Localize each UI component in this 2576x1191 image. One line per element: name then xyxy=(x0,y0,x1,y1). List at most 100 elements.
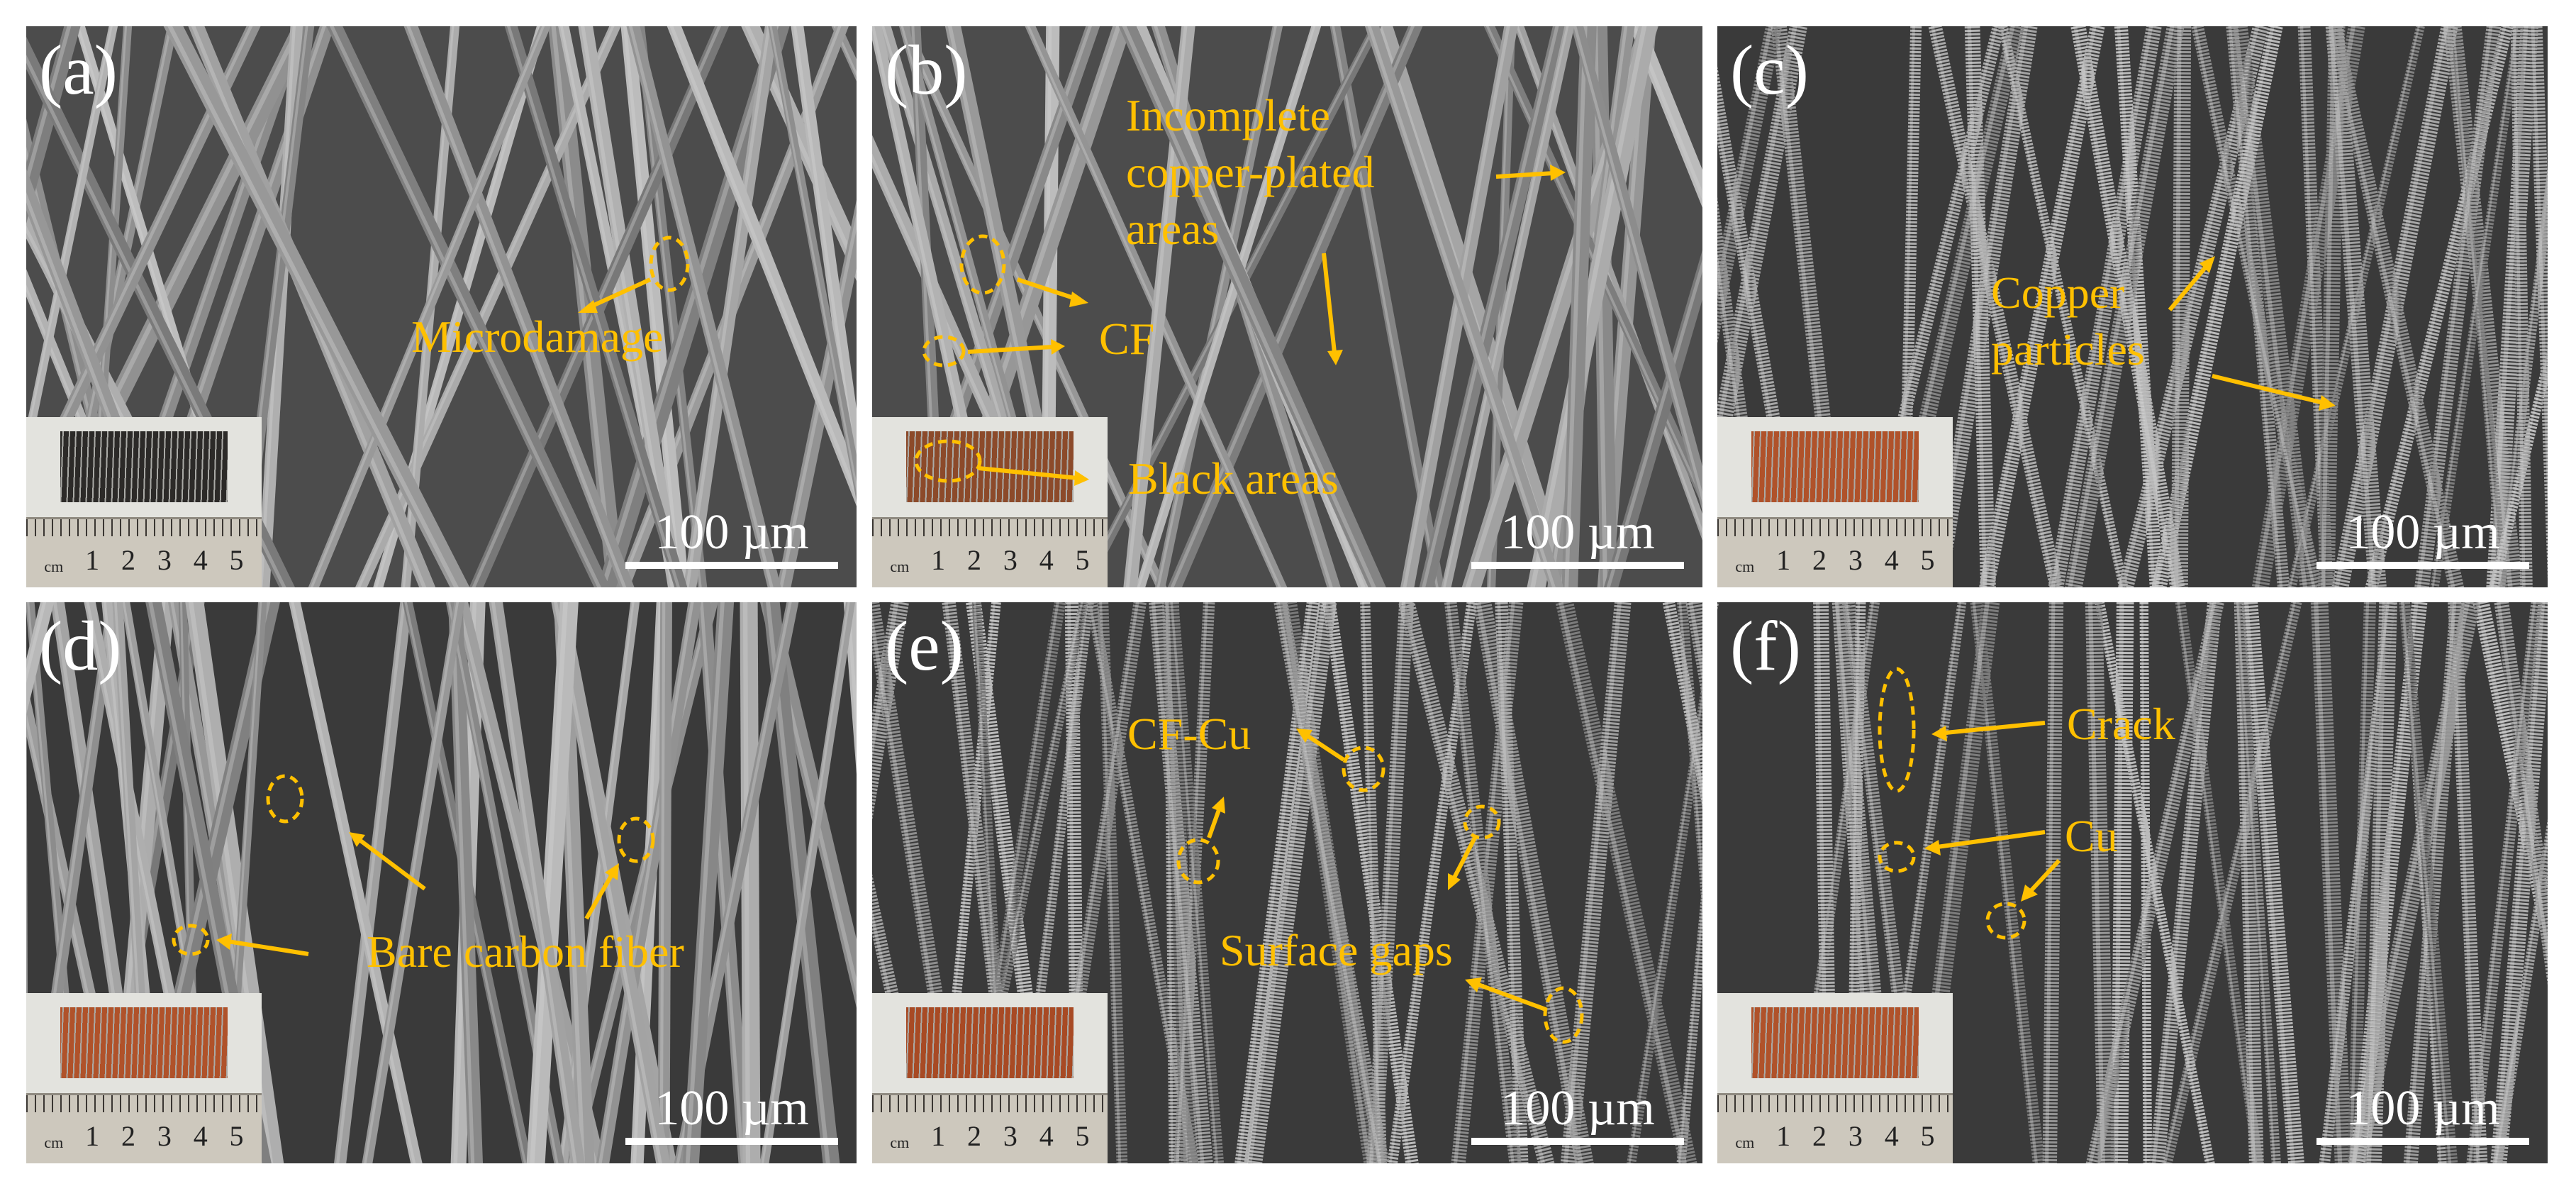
fiber-bundle-photo xyxy=(1751,431,1919,502)
scale-bar-label: 100 µm xyxy=(654,505,809,560)
carbon-fiber xyxy=(1964,26,1996,587)
carbon-fiber xyxy=(2496,167,2548,587)
panel-label: (e) xyxy=(885,606,964,685)
carbon-fiber xyxy=(2363,602,2398,1163)
scale-bar: 100 µm xyxy=(625,508,838,569)
scale-bar: 100 µm xyxy=(625,1084,838,1145)
carbon-fiber xyxy=(971,602,1010,1163)
fiber-highlight xyxy=(637,26,702,587)
carbon-fiber xyxy=(1123,26,1195,587)
fiber-highlight xyxy=(2494,829,2548,1163)
carbon-fiber xyxy=(1717,26,1808,499)
carbon-fiber xyxy=(526,602,579,1163)
carbon-fiber xyxy=(326,26,610,587)
carbon-fiber xyxy=(1629,26,1702,208)
fiber-highlight xyxy=(1367,26,1556,587)
carbon-fiber xyxy=(2472,602,2548,968)
carbon-fiber xyxy=(1441,26,1575,587)
fiber-highlight xyxy=(1122,26,1376,587)
fiber-highlight xyxy=(1247,602,1327,1163)
carbon-fiber xyxy=(2139,602,2153,1163)
carbon-fiber xyxy=(1676,880,1702,1163)
fiber-highlight xyxy=(1559,602,1688,1163)
carbon-fiber xyxy=(2048,26,2162,587)
fiber-highlight xyxy=(291,602,416,1163)
fiber-highlight xyxy=(1606,259,1702,587)
scale-bar-line xyxy=(625,562,838,569)
fiber-highlight xyxy=(2117,26,2156,587)
fiber-highlight xyxy=(769,26,857,494)
carbon-fiber xyxy=(2430,26,2524,587)
carbon-fiber xyxy=(1364,26,1564,587)
carbon-fiber xyxy=(1555,602,1697,1163)
carbon-fiber xyxy=(2466,602,2543,1163)
carbon-fiber xyxy=(1086,602,1199,1163)
carbon-fiber xyxy=(185,602,284,1163)
fiber-highlight xyxy=(2088,602,2105,1163)
carbon-fiber xyxy=(2234,602,2281,1163)
scale-bar-line xyxy=(1471,1138,1684,1145)
carbon-fiber xyxy=(2349,602,2428,1163)
fiber-highlight xyxy=(793,26,857,484)
carbon-fiber xyxy=(1603,250,1702,587)
fiber-highlight xyxy=(1717,26,1773,299)
fiber-highlight xyxy=(2193,26,2316,587)
fiber-highlight xyxy=(1446,602,1515,1163)
carbon-fiber xyxy=(1662,602,1702,808)
carbon-fiber xyxy=(1167,26,1423,587)
ruler xyxy=(1717,517,1953,587)
fiber-highlight xyxy=(26,26,72,190)
carbon-fiber xyxy=(26,26,118,470)
annotation-copper: Copper xyxy=(1991,267,2125,318)
panel-label: (a) xyxy=(39,31,118,109)
fiber-highlight xyxy=(1485,26,1702,502)
fiber-highlight xyxy=(1573,26,1702,504)
carbon-fiber xyxy=(1135,26,1322,587)
carbon-fiber xyxy=(1472,602,1594,1163)
fiber-highlight xyxy=(2367,26,2507,587)
fiber-highlight xyxy=(669,26,857,499)
carbon-fiber xyxy=(697,602,752,1163)
carbon-fiber xyxy=(163,26,470,587)
scale-bar-label: 100 µm xyxy=(654,1081,809,1136)
carbon-fiber xyxy=(2110,602,2134,1163)
fiber-highlight xyxy=(2000,26,2123,587)
fiber-highlight xyxy=(2329,26,2455,587)
fiber-bundle-photo xyxy=(1751,1007,1919,1078)
carbon-fiber xyxy=(289,602,423,1163)
scale-bar: 100 µm xyxy=(2316,508,2529,569)
fiber-highlight xyxy=(846,602,857,742)
fiber-highlight xyxy=(2141,602,2147,1163)
fiber-highlight xyxy=(2073,26,2177,587)
carbon-fiber xyxy=(2331,26,2458,587)
annotation-black-areas: Black areas xyxy=(1128,453,1339,504)
fiber-highlight xyxy=(2497,602,2548,967)
carbon-fiber xyxy=(1444,602,1522,1163)
carbon-fiber xyxy=(2486,26,2539,587)
carbon-fiber xyxy=(657,602,672,1163)
fiber-highlight xyxy=(2051,26,2153,587)
carbon-fiber xyxy=(1928,26,2064,587)
carbon-fiber xyxy=(1527,26,1658,587)
carbon-fiber xyxy=(2191,26,2323,587)
carbon-fiber xyxy=(403,26,635,587)
fiber-highlight xyxy=(1564,26,1588,587)
carbon-fiber xyxy=(2318,26,2346,587)
annotation-incomplete: Incomplete xyxy=(1126,90,1330,140)
fiber-highlight xyxy=(1476,602,1583,1163)
ruler xyxy=(26,517,262,587)
ruler xyxy=(26,1093,262,1163)
fiber-highlight xyxy=(2228,26,2283,587)
scale-bar-label: 100 µm xyxy=(2346,505,2500,560)
fiber-highlight xyxy=(2244,602,2295,1163)
annotation-microdamage: Microdamage xyxy=(411,311,664,362)
fiber-highlight xyxy=(1443,26,1569,587)
fiber-bundle-photo xyxy=(60,1007,228,1078)
fiber-highlight xyxy=(2402,602,2442,1163)
fiber-highlight xyxy=(742,602,751,1163)
fiber-highlight xyxy=(1156,26,1277,587)
